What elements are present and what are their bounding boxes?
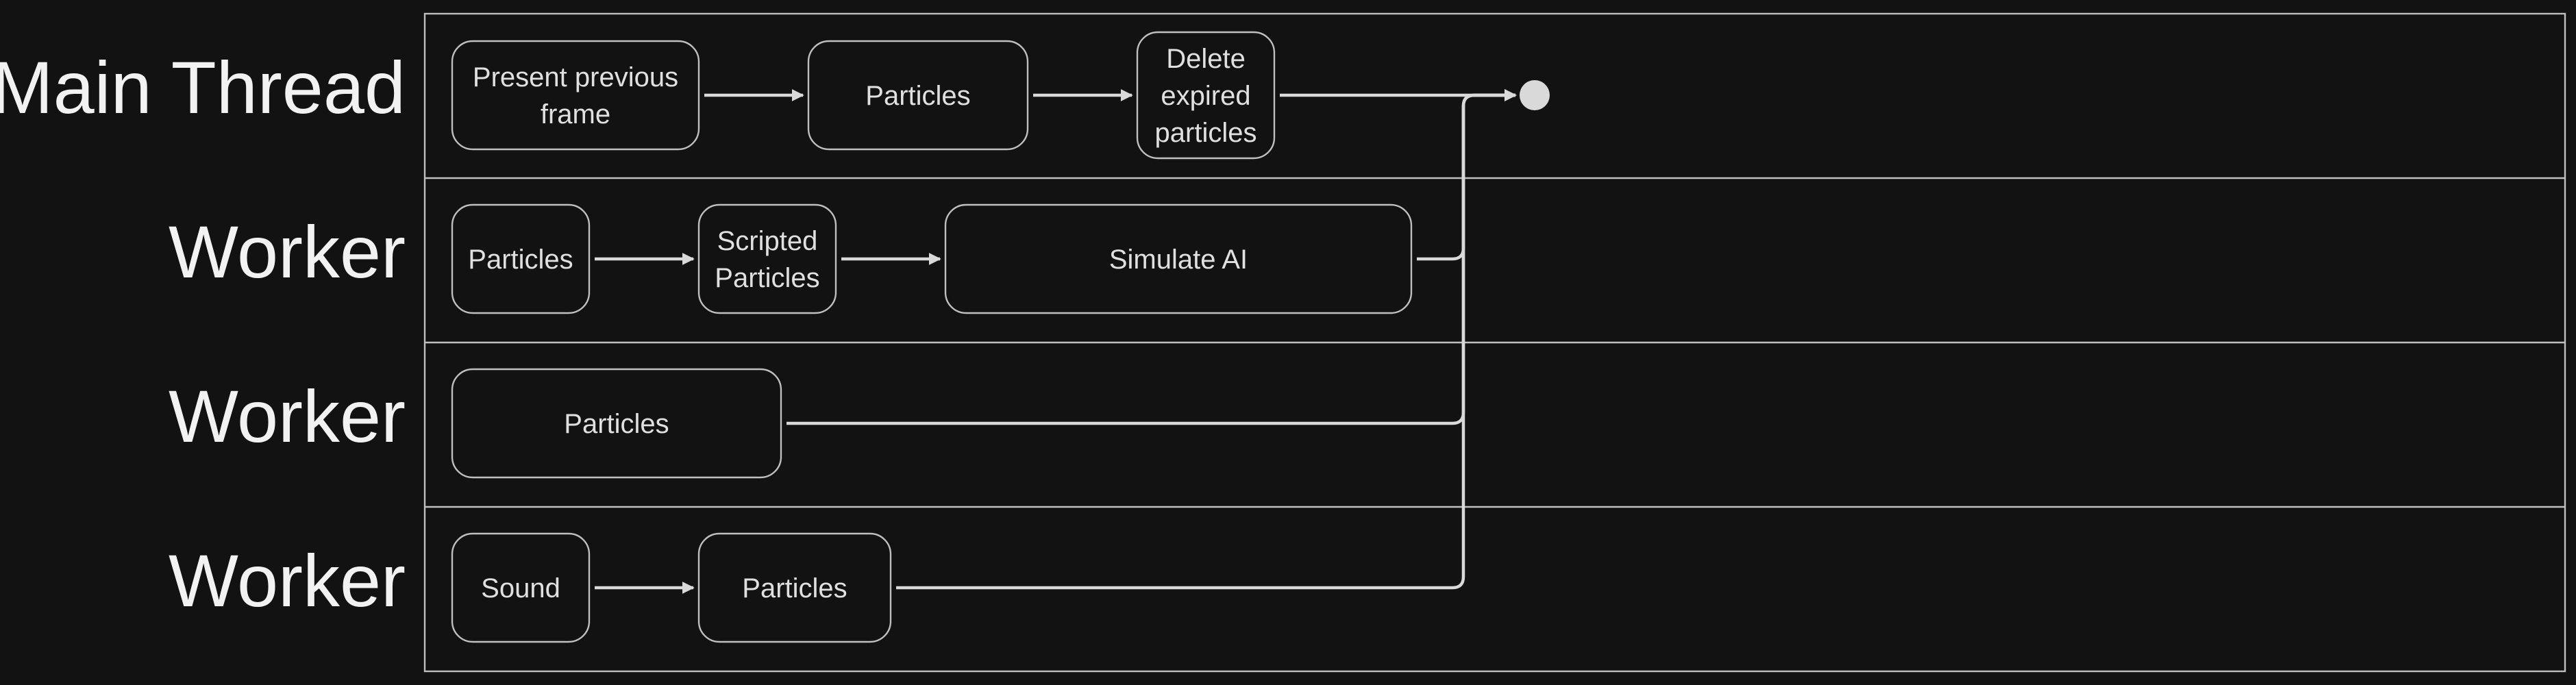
- task-label: frame: [541, 99, 610, 129]
- lane-label-main-thread: Main Thread: [0, 46, 406, 129]
- task-label: Particles: [865, 81, 970, 111]
- task-node: Simulate AI: [944, 203, 1413, 314]
- task-box: [451, 40, 700, 151]
- sync-point: [1520, 80, 1550, 110]
- task-label: Sound: [481, 573, 560, 603]
- task-box: [451, 532, 591, 643]
- task-box: [944, 203, 1413, 314]
- task-label: Simulate AI: [1109, 245, 1248, 275]
- task-label: Delete: [1166, 44, 1246, 74]
- lane-label-worker-1: Worker: [169, 210, 406, 293]
- task-node: Delete expired particles: [1136, 31, 1276, 160]
- lane-labels: Main Thread Worker Worker Worker: [0, 46, 406, 622]
- task-node: Particles: [451, 368, 782, 479]
- task-label: particles: [1155, 118, 1257, 148]
- connector-arrow: [896, 89, 1517, 590]
- task-label: Particles: [742, 573, 847, 603]
- lane-borders: [423, 12, 2566, 673]
- task-node: Particles: [697, 532, 892, 643]
- task-box: [807, 40, 1029, 151]
- lane-label-worker-3: Worker: [169, 539, 406, 622]
- task-box: [451, 368, 782, 479]
- task-label: Particles: [468, 245, 573, 275]
- task-node: Present previous frame: [451, 40, 700, 151]
- task-node: Particles: [807, 40, 1029, 151]
- task-label: Scripted: [717, 226, 818, 256]
- task-node: Sound: [451, 532, 591, 643]
- task-label: expired: [1161, 81, 1250, 111]
- connectors: [595, 89, 1517, 594]
- task-box: [451, 203, 591, 314]
- task-label: Present previous: [473, 62, 678, 92]
- task-label: Particles: [564, 409, 669, 439]
- task-box: [697, 532, 892, 643]
- task-label: Particles: [715, 263, 819, 293]
- lane-label-worker-2: Worker: [169, 375, 406, 458]
- task-box: [1136, 31, 1276, 160]
- nodes: Present previousframeParticlesDeleteexpi…: [451, 31, 1413, 643]
- task-box: [697, 203, 837, 314]
- task-node: Particles: [451, 203, 591, 314]
- connector-arrow: [1417, 89, 1517, 261]
